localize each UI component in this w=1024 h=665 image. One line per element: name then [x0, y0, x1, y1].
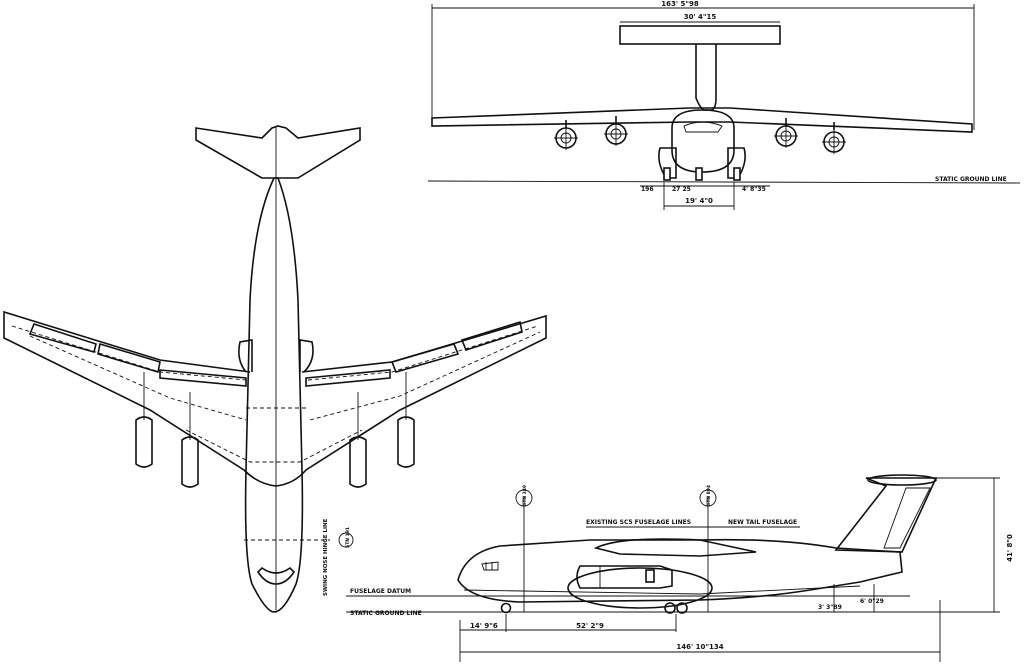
fuselage-datum-label: FUSELAGE DATUM [350, 588, 411, 595]
span-dimension: 163' 5"98 [661, 0, 699, 8]
plan-tailplane [195, 125, 361, 179]
dim-4-8-35: 4' 8"35 [742, 186, 766, 193]
side-fuselage [457, 538, 903, 603]
front-ground-line [427, 180, 1021, 184]
plan-engine-2 [181, 392, 199, 488]
front-engine-4 [822, 122, 846, 154]
front-fin [695, 44, 717, 111]
overall-length-dimension: 146' 10"134 [676, 643, 723, 651]
side-gear-sponson [567, 567, 713, 609]
plan-station-label: STN 191 [345, 527, 351, 548]
front-engine-3 [774, 118, 798, 148]
front-gear-pod-left [658, 147, 677, 179]
main-wheel-1 [664, 602, 676, 614]
front-engine-1 [554, 120, 578, 150]
existing-fuselage-label: EXISTING SC5 FUSELAGE LINES [586, 519, 691, 526]
front-wing [431, 107, 973, 133]
tail-dim-2: 6' 0"29 [860, 598, 884, 605]
plan-engine-1 [135, 372, 153, 468]
stn-forward-label: STN 349 [522, 485, 528, 506]
nose-gear-dimension: 14' 9"6 [470, 622, 498, 630]
front-view: 163' 5"98 30' 4"15 [427, 0, 1021, 210]
gear-track-dimension: 19' 4"0 [685, 197, 713, 205]
tail-span-dimension: 30' 4"15 [684, 13, 717, 21]
front-gear-pod-right [727, 147, 746, 179]
plan-engine-4 [397, 372, 415, 468]
new-tail-label: NEW TAIL FUSELAGE [728, 519, 797, 526]
plan-wing [3, 310, 547, 487]
side-fin [834, 477, 938, 553]
front-ground-line-label: STATIC GROUND LINE [935, 176, 1007, 183]
side-ground-line-label: STATIC GROUND LINE [350, 610, 422, 617]
front-fuselage [671, 109, 735, 173]
plan-fuselage [244, 177, 304, 613]
main-wheel-2 [676, 602, 688, 614]
plan-engine-3 [349, 392, 367, 488]
stn-aft-marker [699, 489, 717, 507]
side-engine [576, 565, 673, 589]
side-view: STN 349 STN 894 EXISTING SC5 FUSELAGE LI… [346, 474, 1014, 662]
swing-nose-hinge-label: SWING NOSE HINGE LINE [323, 518, 329, 596]
stn-aft-label: STN 894 [706, 485, 712, 506]
height-dimension: 41' 8"0 [1006, 534, 1014, 562]
front-engine-2 [604, 116, 628, 146]
wheelbase-dimension: 52' 2"9 [576, 622, 604, 630]
tail-dim-1: 3' 3"89 [818, 604, 842, 611]
dim-196: 196 [641, 186, 654, 193]
dim-27-25: 27 25 [672, 186, 691, 193]
plan-view: SWING NOSE HINGE LINE STN 191 [3, 125, 547, 613]
plan-station-marker [338, 532, 354, 548]
nose-wheel [500, 602, 512, 614]
stn-forward-marker [515, 489, 533, 507]
front-tailplane [619, 25, 781, 45]
